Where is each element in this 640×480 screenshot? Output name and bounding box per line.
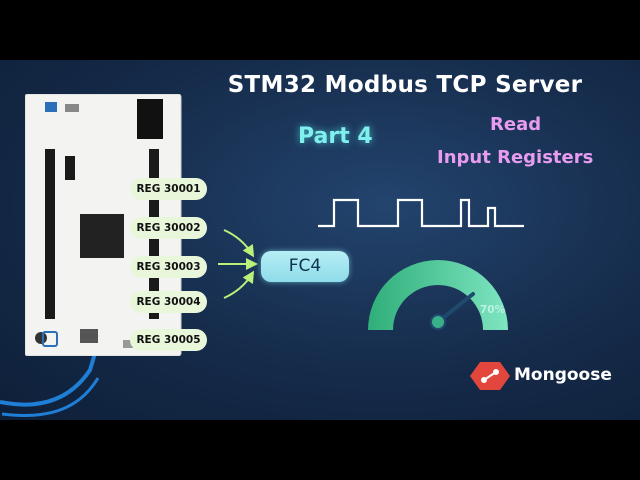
speedometer-gauge-icon xyxy=(368,260,508,330)
gauge-percent-label: 70% xyxy=(480,304,506,316)
subtitle-line-2: Input Registers xyxy=(437,147,594,168)
mongoose-logo-icon xyxy=(470,362,510,390)
register-pill-30001: REG 30001 xyxy=(130,178,207,200)
arrows-icon xyxy=(218,229,258,299)
brand-name: Mongoose xyxy=(514,365,612,385)
ethernet-cable xyxy=(0,349,100,417)
part-label: Part 4 xyxy=(298,124,373,149)
function-code-pill: FC4 xyxy=(261,251,349,282)
subtitle-line-1: Read xyxy=(490,114,542,135)
thumbnail: REG 30001 REG 30002 REG 30003 REG 30004 … xyxy=(0,60,640,420)
register-pill-30002: REG 30002 xyxy=(130,217,207,239)
square-wave-icon xyxy=(318,198,524,228)
page-title: STM32 Modbus TCP Server xyxy=(227,72,583,98)
register-pill-30004: REG 30004 xyxy=(130,291,207,313)
letterbox-bottom xyxy=(0,420,640,480)
register-pill-30005: REG 30005 xyxy=(130,329,207,351)
letterbox-top xyxy=(0,0,640,60)
register-pill-30003: REG 30003 xyxy=(130,256,207,278)
